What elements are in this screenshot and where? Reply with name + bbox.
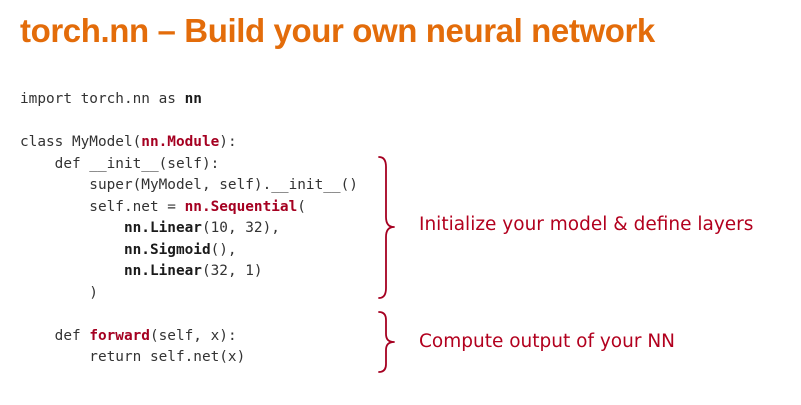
code-line: nn.Linear(10, 32), bbox=[20, 218, 358, 240]
code-line: return self.net(x) bbox=[20, 347, 358, 369]
code-keyword-bold: nn.Linear bbox=[123, 220, 202, 236]
brace-forward bbox=[378, 311, 395, 373]
code-text: (10, 32), bbox=[201, 220, 280, 236]
code-text: self.net = bbox=[20, 198, 185, 215]
code-keyword-highlight: nn.Sequential bbox=[184, 198, 298, 215]
code-line: def __init__(self): bbox=[20, 154, 358, 176]
code-keyword-bold: nn.Linear bbox=[123, 263, 202, 279]
code-line: class MyModel(nn.Module): bbox=[20, 132, 358, 154]
code-line: super(MyModel, self).__init__() bbox=[20, 175, 358, 197]
code-text: (32, 1) bbox=[201, 263, 263, 279]
brace-forward-path bbox=[378, 311, 395, 373]
code-line bbox=[20, 111, 358, 133]
code-line bbox=[20, 304, 358, 326]
code-text: import torch.nn as bbox=[20, 91, 185, 107]
annotation-forward: Compute output of your NN bbox=[419, 331, 676, 352]
code-text bbox=[20, 242, 124, 258]
brace-init bbox=[378, 156, 395, 299]
code-text: ): bbox=[219, 134, 237, 150]
code-line: def forward(self, x): bbox=[20, 326, 358, 348]
code-text: def __init__(self): bbox=[20, 155, 220, 172]
code-text: (self, x): bbox=[149, 327, 237, 344]
code-line: ) bbox=[20, 283, 358, 305]
code-keyword-bold: nn bbox=[184, 91, 202, 107]
code-text: class MyModel( bbox=[20, 134, 142, 150]
code-text bbox=[20, 263, 124, 279]
code-text: return self.net(x) bbox=[20, 349, 246, 365]
code-text: super(MyModel, self).__init__() bbox=[20, 177, 358, 193]
code-text bbox=[20, 220, 124, 236]
annotation-init: Initialize your model & define layers bbox=[419, 214, 754, 235]
code-text: def bbox=[20, 327, 90, 344]
code-line: nn.Sigmoid(), bbox=[20, 240, 358, 262]
code-line: self.net = nn.Sequential( bbox=[20, 197, 358, 219]
code-block: import torch.nn as nn class MyModel(nn.Mo… bbox=[20, 89, 358, 369]
slide-title: torch.nn – Build your own neural network bbox=[20, 12, 655, 49]
brace-init-path bbox=[378, 156, 395, 299]
code-text: ( bbox=[297, 198, 306, 215]
code-line: nn.Linear(32, 1) bbox=[20, 261, 358, 283]
code-keyword-highlight: nn.Module bbox=[141, 134, 220, 150]
code-line: import torch.nn as nn bbox=[20, 89, 358, 111]
code-keyword-bold: nn.Sigmoid bbox=[123, 241, 211, 258]
code-keyword-highlight: forward bbox=[89, 327, 150, 344]
code-text: ) bbox=[20, 284, 98, 301]
code-text: (), bbox=[210, 241, 237, 258]
